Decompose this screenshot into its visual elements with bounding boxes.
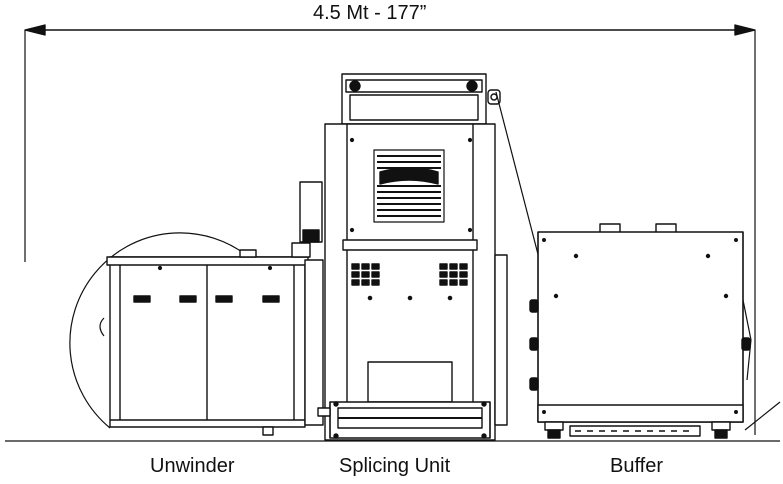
unwinder-reel [69, 232, 251, 429]
splicing-unit-machine [317, 73, 541, 441]
overall-length-label: 4.5 Mt - 177” [313, 2, 427, 24]
buffer-cabinet [537, 231, 744, 423]
buffer-label: Buffer [610, 455, 663, 477]
unwinder-machine [69, 181, 324, 436]
overall-dimension [24, 24, 756, 435]
splicing-unit-label: Splicing Unit [339, 455, 451, 477]
dimension-arrow-right-icon [734, 24, 756, 36]
unwinder-label: Unwinder [150, 455, 235, 477]
buffer-machine [529, 223, 781, 439]
dimension-arrow-left-icon [24, 24, 46, 36]
